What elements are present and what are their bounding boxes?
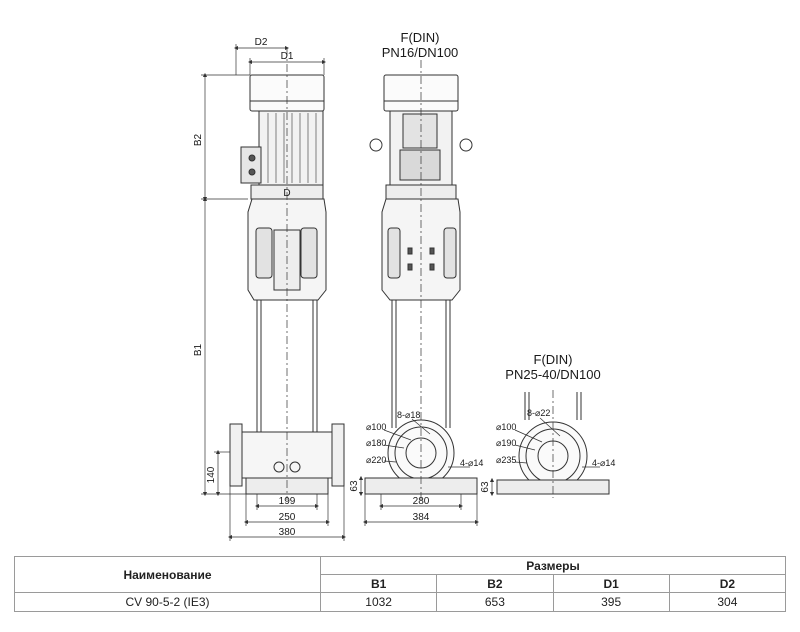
label-b2: B2 (193, 133, 204, 146)
value-b2-cell: 653 (436, 592, 554, 612)
model-name-cell: CV 90-5-2 (IE3) (14, 592, 321, 612)
label-d2: D2 (255, 37, 268, 48)
flange2-dimensions (489, 417, 600, 497)
front-flange-title: F(DIN) (401, 30, 440, 45)
column-header-d2: D2 (668, 574, 787, 593)
pump-side-view (229, 48, 345, 500)
flange2-label-d235: ⌀235 (496, 455, 516, 465)
flange2-label-d190: ⌀190 (496, 438, 516, 448)
label-380: 380 (279, 527, 296, 538)
pump-dimension-drawing: D2 D1 D B2 B1 140 199 250 380 F(DIN) PN1… (193, 30, 615, 541)
column-header-b1: B1 (319, 574, 438, 593)
front-label-d220: ⌀220 (366, 455, 386, 465)
pump-front-view (364, 60, 478, 500)
front-label-384: 384 (413, 512, 430, 523)
front-flange-subtitle: PN16/DN100 (382, 45, 459, 60)
value-d2-cell: 304 (668, 592, 787, 612)
flange2-subtitle: PN25-40/DN100 (505, 367, 600, 382)
flange2-title: F(DIN) (534, 352, 573, 367)
front-label-63: 63 (349, 480, 360, 492)
label-250: 250 (279, 512, 296, 523)
label-199: 199 (279, 496, 296, 507)
front-label-holes-top: 8-⌀18 (397, 410, 420, 420)
flange2-label-63: 63 (480, 481, 491, 493)
flange2-label-holes-top: 8-⌀22 (527, 408, 550, 418)
name-header: Наименование (14, 556, 321, 593)
label-d1: D1 (281, 51, 294, 62)
front-label-holes-base: 4-⌀14 (460, 458, 483, 468)
sizes-header: Размеры (320, 556, 786, 575)
column-header-b2: B2 (436, 574, 554, 593)
dimensions-table: Наименование Размеры B1 B2 D1 D2 CV 90-5… (14, 556, 787, 612)
front-label-d180: ⌀180 (366, 438, 386, 448)
column-header-d1: D1 (552, 574, 670, 593)
value-d1-cell: 395 (552, 592, 670, 612)
side-view-dimensions (201, 44, 347, 541)
label-d: D (283, 188, 290, 199)
label-b1: B1 (193, 343, 204, 356)
value-b1-cell: 1032 (319, 592, 438, 612)
flange2-label-d100: ⌀100 (496, 422, 516, 432)
label-140: 140 (206, 466, 217, 483)
table-row: CV 90-5-2 (IE3) 1032 653 395 304 (14, 592, 787, 612)
front-view-dimensions (358, 418, 480, 526)
flange2-label-holes-base: 4-⌀14 (592, 458, 615, 468)
front-label-d100: ⌀100 (366, 422, 386, 432)
front-label-280: 280 (413, 496, 430, 507)
